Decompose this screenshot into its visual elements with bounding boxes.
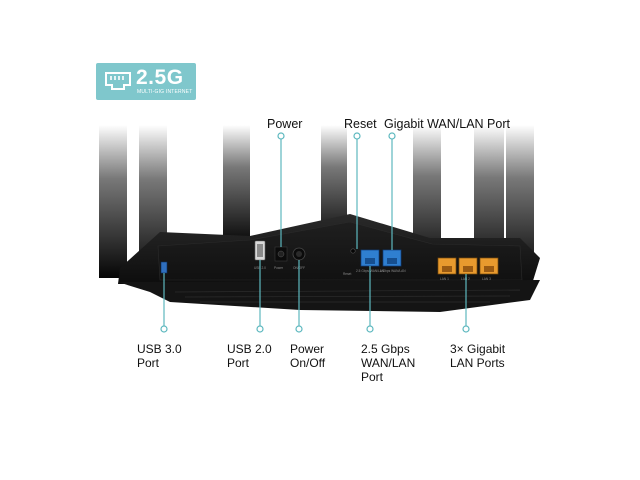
label-wan25: 2.5 Gbps WAN/LAN Port: [361, 342, 415, 384]
lan-port-2: [458, 257, 478, 275]
label-wan25-line3: Port: [361, 370, 384, 384]
callout-lines: [160, 132, 470, 333]
wan-25g-port: [360, 249, 380, 267]
label-usb30-line1: USB 3.0: [137, 342, 182, 356]
callout-dot-gigabit-wan: [388, 132, 396, 140]
lan-port-1: [437, 257, 457, 275]
label-usb20-line2: Port: [227, 356, 250, 370]
label-power-onoff-line1: Power: [290, 342, 325, 356]
label-lan-ports: 3× Gigabit LAN Ports: [450, 342, 505, 370]
power-switch: [292, 247, 306, 261]
usb20-port: [254, 240, 266, 261]
power-port: [274, 246, 288, 262]
label-lan-ports-line2: LAN Ports: [450, 356, 505, 370]
label-wan25-line2: WAN/LAN: [361, 356, 416, 370]
router-text-lan3: LAN 3: [482, 277, 491, 281]
callout-dot-power: [277, 132, 285, 140]
label-power: Power: [267, 117, 303, 131]
label-wan25-line1: 2.5 Gbps: [361, 342, 410, 356]
antenna: [223, 125, 250, 245]
wan-1g-port: [382, 249, 402, 267]
callout-dot-lan: [462, 325, 470, 333]
label-gigabit-wan-lan: Gigabit WAN/LAN Port: [384, 117, 510, 131]
callout-dot-wan25: [366, 325, 374, 333]
lan-port-3: [479, 257, 499, 275]
router-text-lan1: LAN 1: [440, 277, 449, 281]
callout-dot-usb20: [256, 325, 264, 333]
router-text-power: Power: [274, 266, 284, 270]
router-text-wan1: 1 Gbps WAN/LAN: [380, 269, 406, 273]
badge-title: 2.5G: [136, 66, 184, 89]
badge-subtitle: MULTI-GIG INTERNET: [137, 89, 193, 95]
router-body: [118, 214, 540, 312]
label-usb30: USB 3.0 Port: [137, 342, 182, 370]
antenna: [99, 125, 127, 278]
callout-dot-reset: [353, 132, 361, 140]
label-lan-ports-line1: 3× Gigabit: [450, 342, 506, 356]
label-reset: Reset: [344, 117, 377, 131]
multigig-badge: 2.5G MULTI-GIG INTERNET: [96, 63, 196, 100]
reset-button: [350, 248, 356, 254]
router-text-reset: Reset: [343, 272, 351, 276]
callout-dot-power-onoff: [295, 325, 303, 333]
label-usb30-line2: Port: [137, 356, 160, 370]
usb30-port: [160, 261, 168, 274]
callout-dot-usb30: [160, 325, 168, 333]
label-usb20: USB 2.0 Port: [227, 342, 272, 370]
label-power-onoff-line2: On/Off: [290, 356, 326, 370]
ethernet-port-icon: [105, 72, 131, 90]
label-power-onoff: Power On/Off: [290, 342, 325, 370]
label-usb20-line1: USB 2.0: [227, 342, 272, 356]
